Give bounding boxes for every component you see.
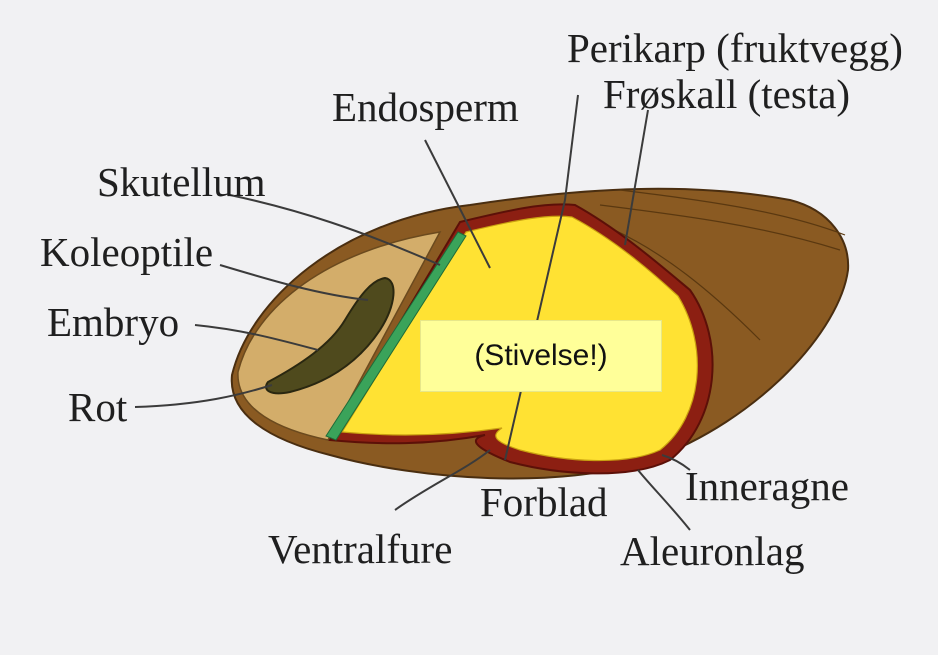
label-rot: Rot (68, 384, 128, 430)
label-skutellum: Skutellum (97, 159, 266, 205)
label-forblad: Forblad (480, 479, 608, 525)
label-inneragne: Inneragne (685, 463, 849, 509)
label-koleoptile: Koleoptile (40, 229, 213, 275)
label-aleuronlag: Aleuronlag (620, 528, 804, 574)
label-endosperm: Endosperm (332, 84, 519, 130)
starch-callout: (Stivelse!) (420, 320, 662, 392)
label-ventralfure: Ventralfure (268, 526, 452, 572)
label-embryo: Embryo (47, 299, 179, 345)
label-froskall: Frøskall (testa) (603, 71, 850, 117)
label-perikarp: Perikarp (fruktvegg) (567, 25, 903, 71)
leader-aleuronlag (638, 470, 690, 530)
